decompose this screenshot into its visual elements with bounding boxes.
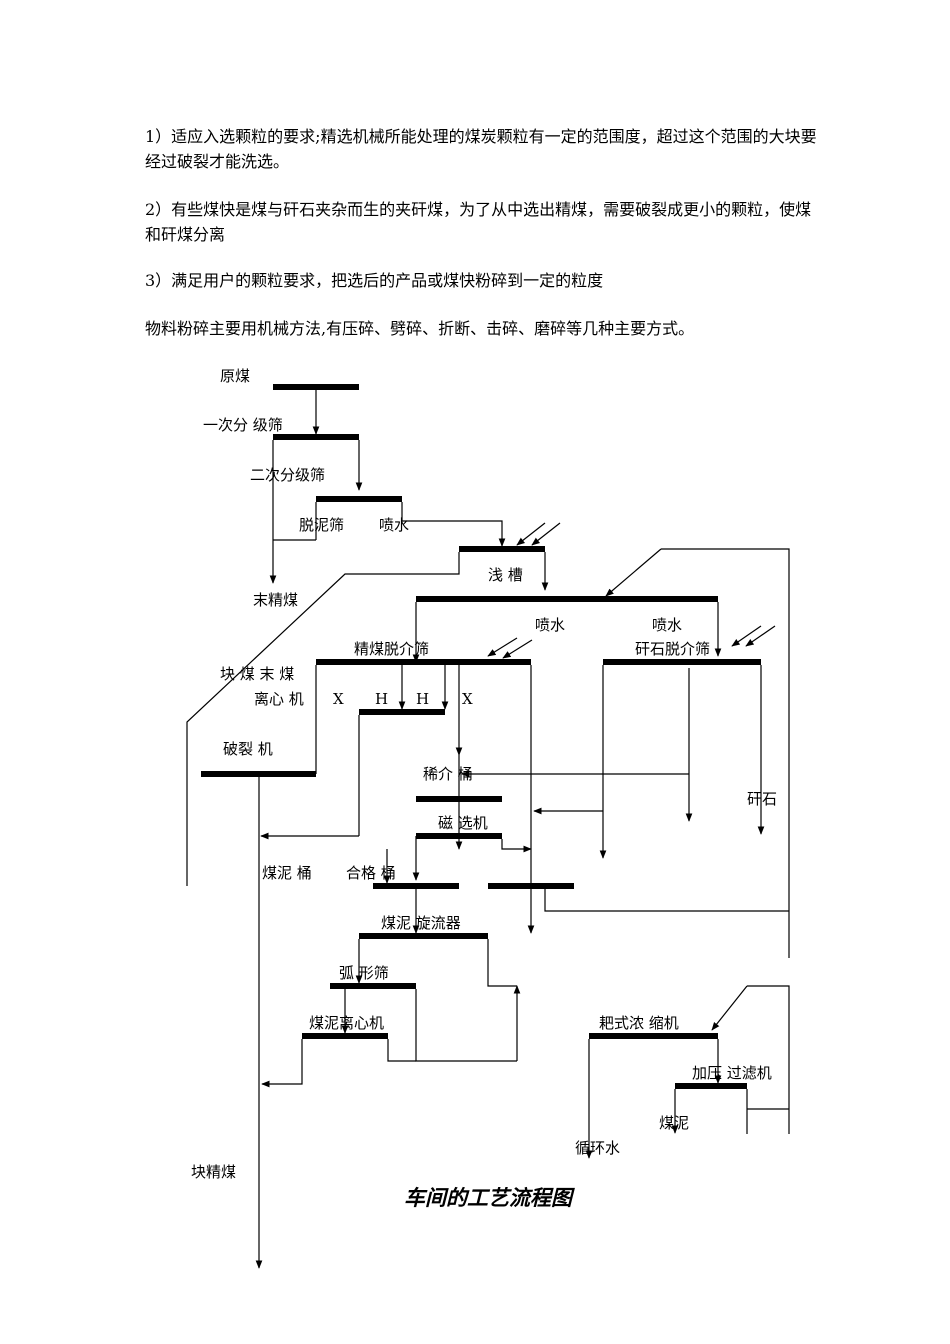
label-raw-coal: 原煤 xyxy=(220,367,250,385)
paragraph-4: 物料粉碎主要用机械方法,有压碎、劈碎、折断、击碎、磨碎等几种主要方式。 xyxy=(145,319,695,338)
paragraph-1: 1）适应入选颗粒的要求;精选机械所能处理的煤炭颗粒有一定的范围度，超过这个范围的… xyxy=(145,127,817,171)
label-qualified-medium-tank: 合格 桶 xyxy=(346,864,396,882)
label-mark-h1: H xyxy=(375,690,388,708)
label-primary-screen: 一次分 级筛 xyxy=(203,416,283,434)
label-lump-clean-coal: 块精煤 xyxy=(191,1163,236,1181)
label-clean-coal-demedium: 精煤脱介筛 xyxy=(354,640,429,658)
label-spray-water-3: 喷水 xyxy=(652,616,682,634)
label-gangue-demedium: 矸石脱介筛 xyxy=(635,640,710,658)
label-pressure-filter: 加压 过滤机 xyxy=(692,1064,772,1082)
label-secondary-screen: 二次分级筛 xyxy=(250,466,325,484)
label-dilute-medium-tank: 稀介 桶 xyxy=(423,765,473,783)
label-rake-thickener: 耙式浓 缩机 xyxy=(599,1014,679,1032)
label-slime-cyclone: 煤泥 旋流器 xyxy=(381,914,461,932)
label-shallow-trough: 浅 槽 xyxy=(488,566,523,584)
label-slime-tank: 煤泥 桶 xyxy=(262,864,312,882)
label-slime: 煤泥 xyxy=(659,1114,689,1132)
label-gangue: 矸石 xyxy=(747,790,777,808)
label-mark-h2: H xyxy=(416,690,429,708)
label-fine-clean-coal: 末精煤 xyxy=(253,591,298,609)
label-spray-water-2: 喷水 xyxy=(535,616,565,634)
label-circulating-water: 循环水 xyxy=(575,1139,620,1157)
label-arc-screen: 弧 形筛 xyxy=(339,964,389,982)
equipment-bars xyxy=(201,384,761,1089)
paragraph-2: 2）有些煤快是煤与矸石夹杂而生的夹矸煤，为了从中选出精煤，需要破裂成更小的颗粒，… xyxy=(145,200,812,244)
label-lump-fine-coal: 块 煤 末 煤 xyxy=(220,665,294,683)
label-crusher: 破裂 机 xyxy=(223,740,273,758)
label-slime-centrifuge: 煤泥离心机 xyxy=(309,1014,384,1032)
label-mark-x2: X xyxy=(462,690,473,708)
label-magnetic-separator: 磁 选机 xyxy=(438,814,488,832)
flowchart-caption: 车间的工艺流程图 xyxy=(404,1185,575,1210)
label-spray-water-1: 喷水 xyxy=(379,516,409,534)
label-mark-x1: X xyxy=(333,690,344,708)
paragraph-3: 3）满足用户的颗粒要求，把选后的产品或煤快粉碎到一定的粒度 xyxy=(145,271,604,290)
flow-labels: 原煤 一次分 级筛 二次分级筛 脱泥筛 喷水 浅 槽 末精煤 喷水 喷水 精煤脱… xyxy=(191,367,777,1210)
label-centrifuge: 离心 机 xyxy=(254,690,304,708)
label-desliming-screen: 脱泥筛 xyxy=(299,516,344,534)
flow-lines xyxy=(186,390,790,1269)
